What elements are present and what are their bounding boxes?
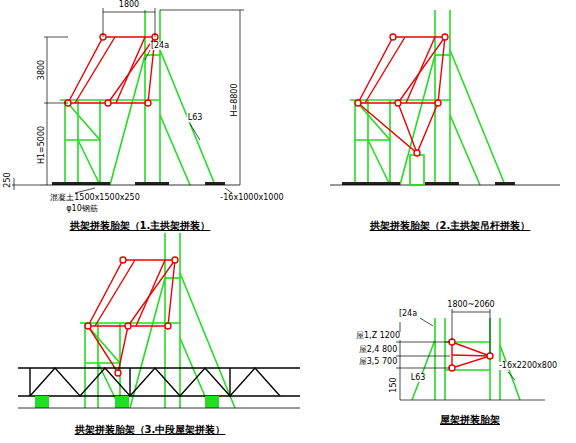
dimension-label: [24a <box>398 310 418 318</box>
panel-caption: 拱架拼装胎架（2.主拱架吊杆拼装） <box>369 221 532 231</box>
dimension-label: 250 <box>4 171 12 188</box>
dimension-label: -16x2200x800 <box>498 362 558 370</box>
dimension-label: H1=5000 <box>38 125 46 165</box>
dimension-label: φ10钢筋 <box>65 205 98 213</box>
panel-caption: 拱架拼装胎架（1.主拱架拼装） <box>69 221 212 231</box>
dimension-label: 3800 <box>38 59 46 81</box>
dimension-label: 1800~2060 <box>446 301 495 309</box>
dimension-label: [24a <box>150 42 170 50</box>
dimension-label: 1800 <box>118 1 140 9</box>
dimension-label: 混凝土1500x1500x250 <box>49 194 140 202</box>
dimension-label: 屋1,Z 1200 <box>355 332 401 340</box>
dimension-label: -16x1000x1000 <box>219 194 284 202</box>
dimension-label: 屋3,5 700 <box>358 358 399 366</box>
dimension-label: 150 <box>390 376 398 393</box>
dimension-label: L63 <box>187 114 204 122</box>
panel-caption: 屋架拼装胎架 <box>439 415 501 425</box>
dimension-label: L63 <box>410 374 427 382</box>
panel-caption: 拱架拼装胎架（3.中段屋架拼装） <box>74 425 227 435</box>
dimension-label: 屋2,4 800 <box>358 346 399 354</box>
dimension-label: H=8800 <box>231 82 239 117</box>
